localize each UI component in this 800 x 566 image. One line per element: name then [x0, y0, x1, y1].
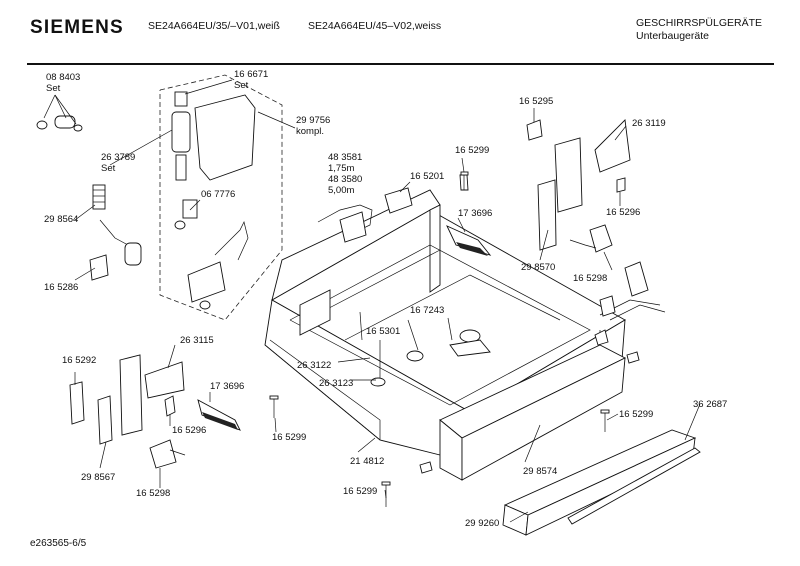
label-16-5298-right: 16 5298: [573, 273, 607, 284]
label-17-3696-left: 17 3696: [210, 381, 244, 392]
label-16-5299-bottom: 16 5299: [343, 486, 377, 497]
cable-connectors: [317, 174, 492, 256]
kick-panel: [502, 429, 697, 536]
document-code: e263565-6/5: [30, 538, 87, 549]
label-29-8570: 29 8570: [521, 262, 555, 273]
small-parts-left: [36, 115, 142, 281]
subcategory-title: Unterbaugeräte: [636, 30, 709, 42]
label-16-5292: 16 5292: [62, 355, 96, 366]
label-36-2687: 36 2687: [693, 399, 727, 410]
label-16-5295: 16 5295: [519, 96, 553, 107]
left-bottom-bracket-group: [69, 354, 241, 469]
leader-lines: [43, 79, 701, 523]
label-17-3696-right: 17 3696: [458, 208, 492, 219]
right-bracket-group: [526, 119, 666, 321]
screws: [269, 171, 640, 507]
label-26-3115: 26 3115: [180, 335, 214, 346]
label-29-8567: 29 8567: [81, 472, 115, 483]
label-16-5301: 16 5301: [366, 326, 400, 337]
label-16-5299-top: 16 5299: [455, 145, 489, 156]
label-16-5201: 16 5201: [410, 171, 444, 182]
label-16-5296-left: 16 5296: [172, 425, 206, 436]
model-number-1: SE24A664EU/35/–V01,weiß: [148, 20, 280, 32]
header-divider: [27, 63, 774, 65]
category-title: GESCHIRRSPÜLGERÄTE: [636, 17, 763, 29]
brand-logo: SIEMENS: [30, 17, 124, 38]
front-plinth: [439, 329, 626, 481]
label-29-8564: 29 8564: [44, 214, 78, 225]
label-29-9260: 29 9260: [465, 518, 499, 529]
inlet-assembly: [159, 74, 283, 321]
label-26-3119: 26 3119: [632, 118, 666, 129]
label-16-7243: 16 7243: [410, 305, 444, 316]
trim-strip: [567, 447, 701, 525]
model-number-2: SE24A664EU/45–V02,weiss: [308, 20, 442, 32]
label-21-4812: 21 4812: [350, 456, 384, 467]
label-26-3123: 26 3123: [319, 378, 353, 389]
label-16-5286: 16 5286: [44, 282, 78, 293]
label-06-7776: 06 7776: [201, 189, 235, 200]
label-16-5298-left: 16 5298: [136, 488, 170, 499]
label-16-5299-right: 16 5299: [619, 409, 653, 420]
label-29-8574: 29 8574: [523, 466, 557, 477]
label-26-3122: 26 3122: [297, 360, 331, 371]
label-16-5296-right: 16 5296: [606, 207, 640, 218]
label-16-5299-left: 16 5299: [272, 432, 306, 443]
